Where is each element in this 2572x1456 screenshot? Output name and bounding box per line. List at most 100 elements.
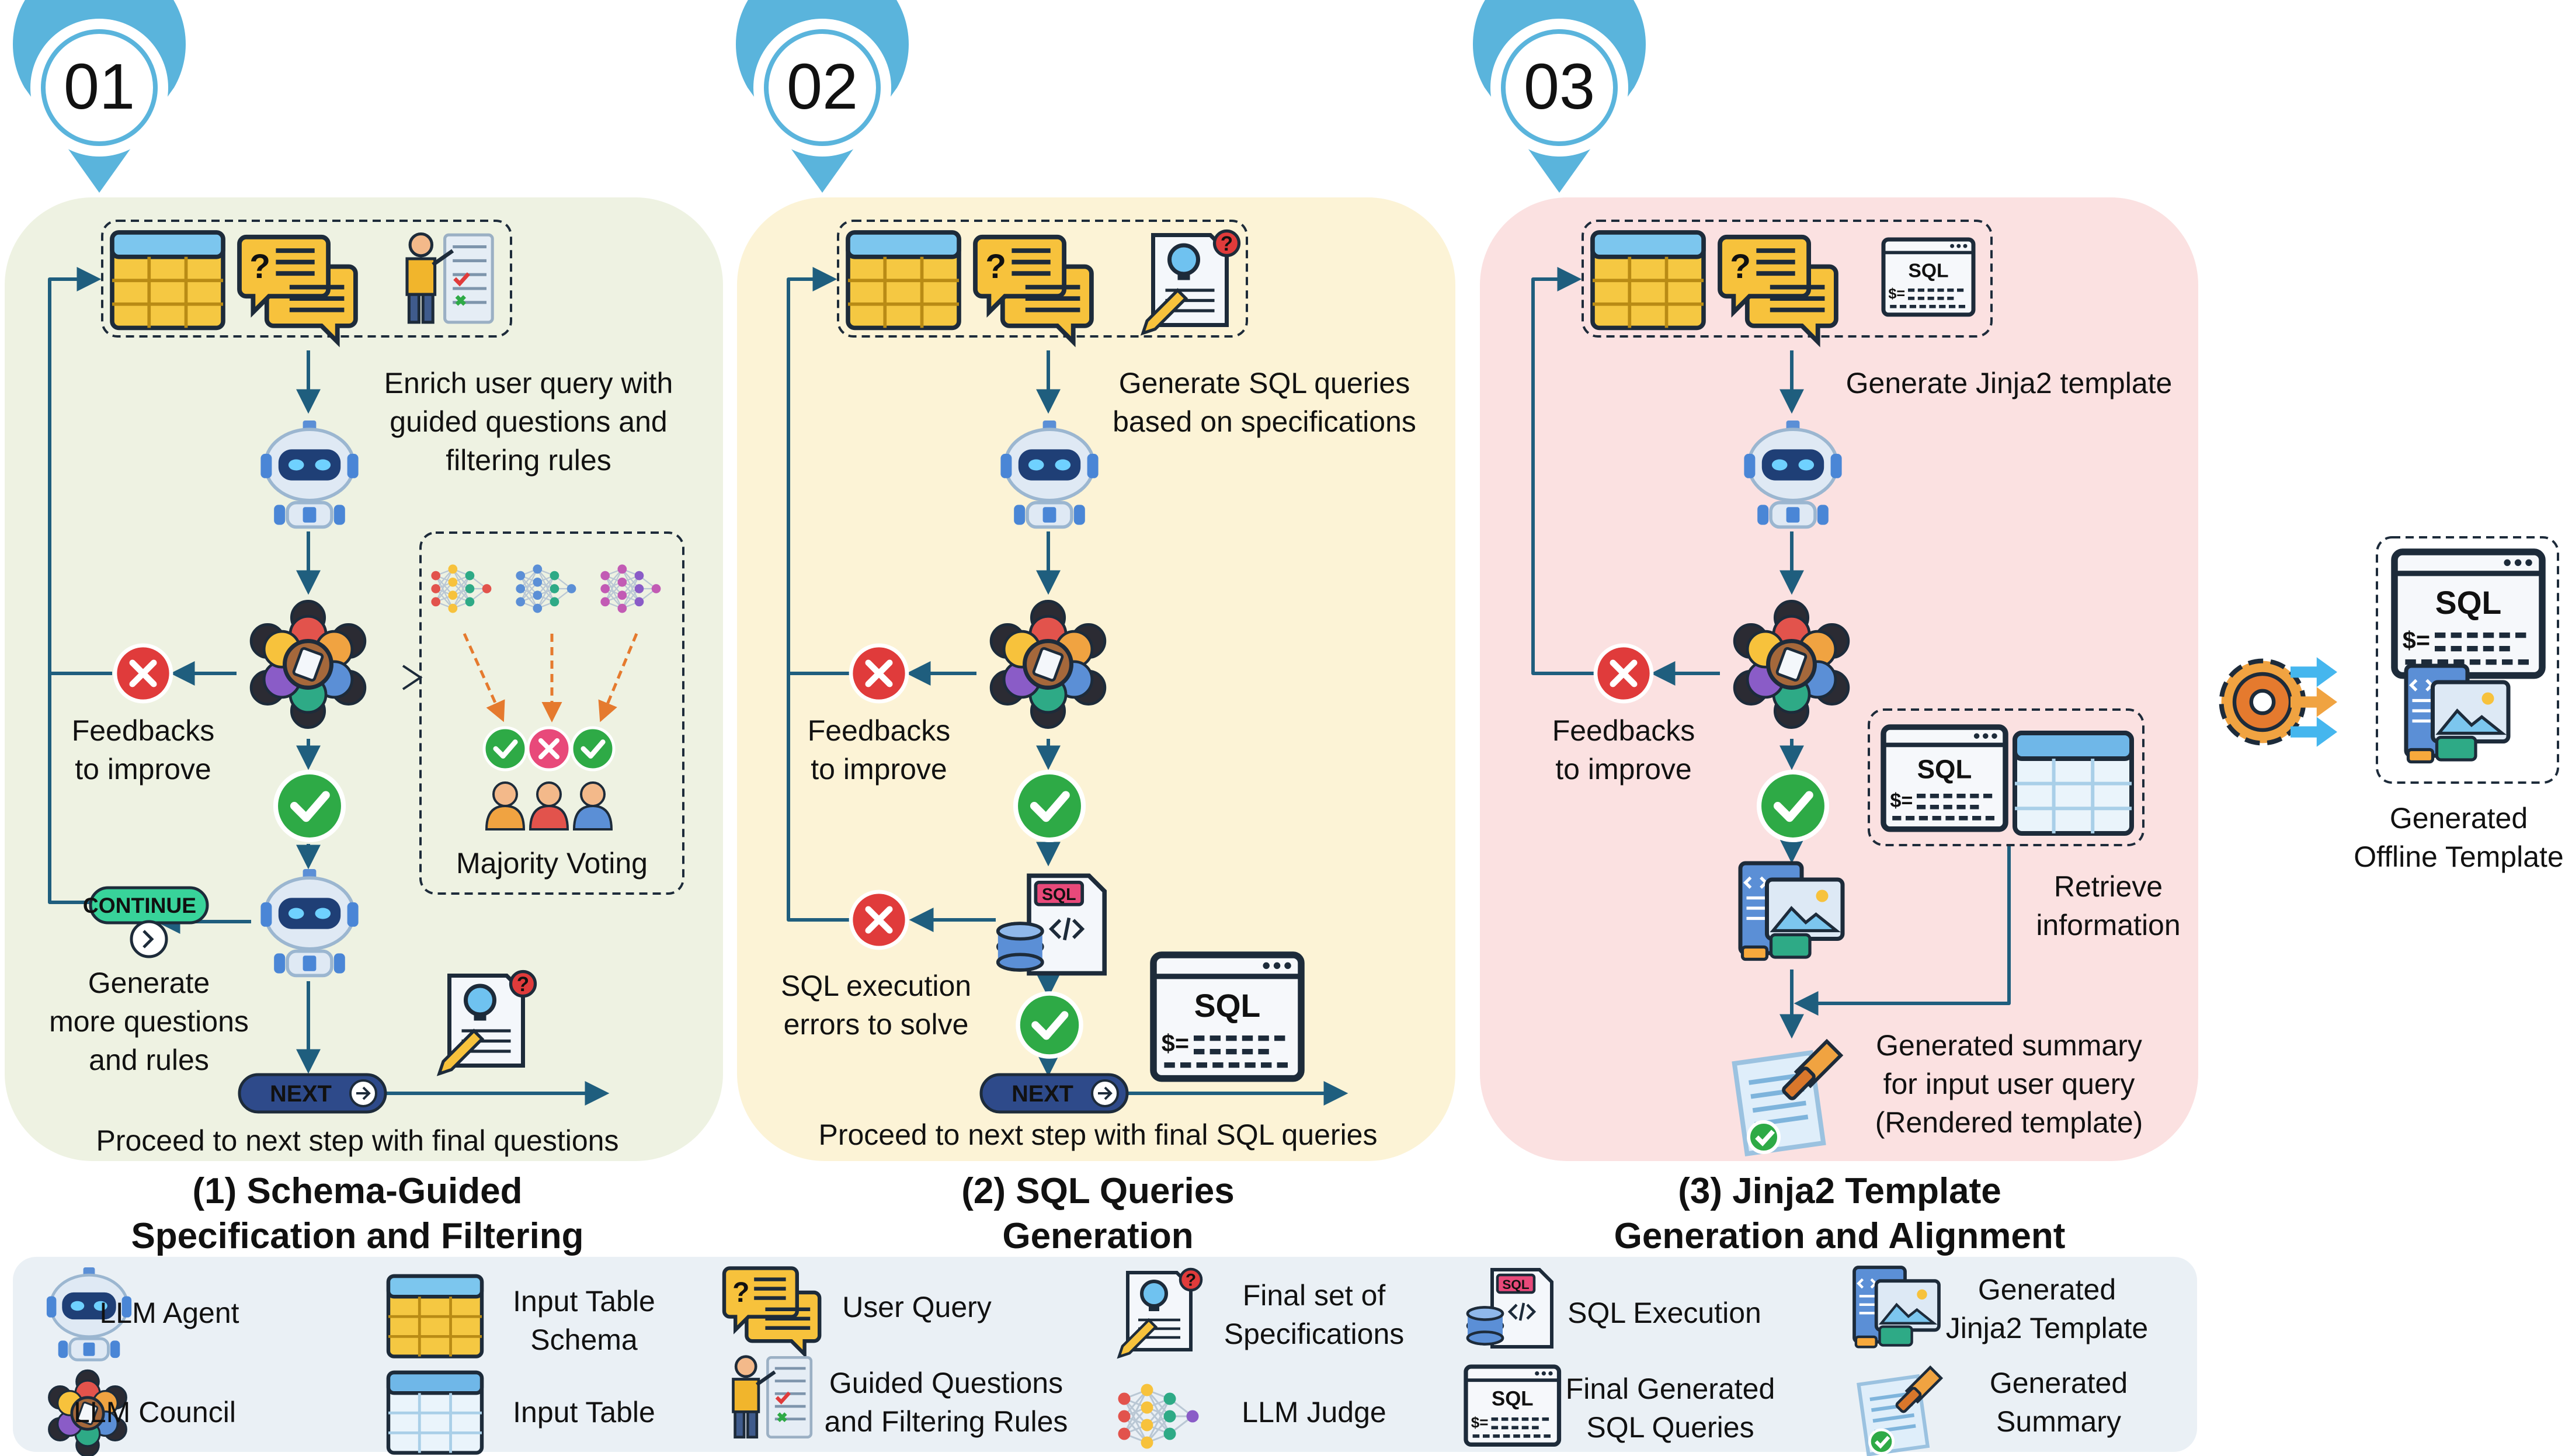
sun [2481, 692, 2494, 705]
chat-icon: ? [237, 234, 358, 348]
window-dot [1950, 244, 1955, 248]
page-line [1752, 1100, 1806, 1113]
judge-node [533, 577, 543, 587]
window [1150, 951, 1305, 1082]
voter-body [529, 804, 569, 830]
step-caption: Specification and Filtering [131, 1216, 583, 1256]
label-text: Offline Template [2354, 840, 2563, 873]
judge-node [1118, 1427, 1131, 1440]
sql-text: SQL [1502, 1277, 1530, 1292]
sql-window-icon: SQL$= [1881, 237, 1976, 317]
judge-icon [516, 564, 576, 613]
window-dot [1991, 733, 1997, 739]
step-caption: (2) SQL Queries [961, 1171, 1234, 1211]
label-text: Feedbacks [1552, 714, 1695, 747]
body [405, 257, 437, 296]
table-header [386, 1274, 484, 1299]
label-text: (Rendered template) [1875, 1106, 2143, 1139]
legs [734, 1410, 759, 1439]
next-badge-step-1[interactable]: NEXT [238, 1073, 387, 1114]
guided-questions-icon [405, 232, 494, 324]
robot-icon [1000, 421, 1099, 529]
judge-node [634, 584, 644, 593]
voter-body [485, 804, 526, 830]
next-badge-step-2-shape [979, 1073, 1129, 1114]
continue-badge[interactable]: CONTINUE [83, 886, 209, 925]
bulb-base [1177, 273, 1190, 280]
chest [1786, 507, 1800, 523]
label-text: guided questions and [390, 405, 667, 438]
check-mark [493, 739, 518, 759]
specification-icon: ? [1140, 229, 1241, 336]
badge-core [46, 34, 153, 141]
judge-node [448, 590, 458, 600]
next-badge-step-2[interactable]: NEXT [979, 1073, 1129, 1114]
cross-mark [777, 1412, 787, 1422]
judge-edge [1123, 1389, 1148, 1434]
legend-label: and Filtering Rules [825, 1405, 1068, 1438]
judge-node [431, 584, 441, 593]
window-dot [1273, 962, 1281, 969]
sql-text: SQL [2435, 585, 2501, 621]
eye-left [71, 1301, 85, 1311]
label-text: SQL execution [781, 969, 971, 1002]
input-group-step-3 [1582, 220, 1993, 338]
legs [407, 293, 435, 324]
voter-head [580, 781, 606, 807]
next-badge-step-1-label: NEXT [270, 1081, 332, 1107]
label-text: Generate [88, 967, 210, 999]
guided-questions-icon [732, 1355, 813, 1439]
judge-edge [1146, 1398, 1171, 1443]
retrieve-group [1868, 708, 2145, 846]
output-arrow [2291, 687, 2337, 717]
label-text: Generated summary [1876, 1029, 2142, 1062]
question-mark: ? [249, 248, 270, 286]
judge-node [550, 597, 559, 607]
sql-text: SQL [1042, 885, 1076, 904]
vote-arrow [463, 633, 505, 722]
chat-icon: ? [973, 234, 1094, 348]
sql-text: SQL [1492, 1388, 1534, 1410]
robot-icon [46, 1267, 132, 1361]
judge-node [617, 564, 627, 574]
specification-icon: ? [436, 969, 537, 1076]
badge-core [769, 34, 876, 141]
mountain [1770, 906, 1841, 933]
ear-left [260, 454, 272, 478]
sql-text: SQL [1908, 260, 1948, 282]
window-dot [1983, 733, 1989, 739]
ear-left [260, 902, 272, 927]
label-text: Generated [2390, 802, 2528, 835]
label-text: filtering rules [446, 444, 611, 477]
arm-right [110, 1340, 120, 1358]
voter-body [572, 804, 613, 830]
paper [1775, 647, 1808, 682]
accept-icon [1756, 769, 1830, 843]
mountain [2435, 708, 2507, 735]
check-circle [570, 726, 616, 772]
ear-left [1000, 454, 1012, 478]
step-badge: 03 [1473, 0, 1646, 193]
judge-node [1118, 1392, 1131, 1405]
reject-icon [1593, 643, 1654, 704]
visor [62, 1292, 116, 1320]
council-icon [1733, 600, 1850, 729]
judge-node [533, 564, 543, 574]
label-text: errors to solve [784, 1008, 969, 1041]
legend-label: SQL Execution [1567, 1297, 1761, 1329]
judge-node [1141, 1401, 1153, 1414]
judge-node [482, 584, 492, 593]
legend-label: Generated [1990, 1367, 2128, 1399]
continue-badge-label: CONTINUE [83, 893, 196, 918]
window-dot [1284, 962, 1291, 969]
arm-right [333, 505, 345, 525]
question-mark: ? [517, 973, 529, 996]
table-header [846, 230, 961, 259]
chest [303, 955, 317, 971]
summary-icon [1857, 1365, 1944, 1456]
ear-right [347, 902, 359, 927]
input-group-step-2 [837, 220, 1248, 338]
judge-node [1163, 1410, 1176, 1423]
db-bottom [1466, 1330, 1504, 1346]
